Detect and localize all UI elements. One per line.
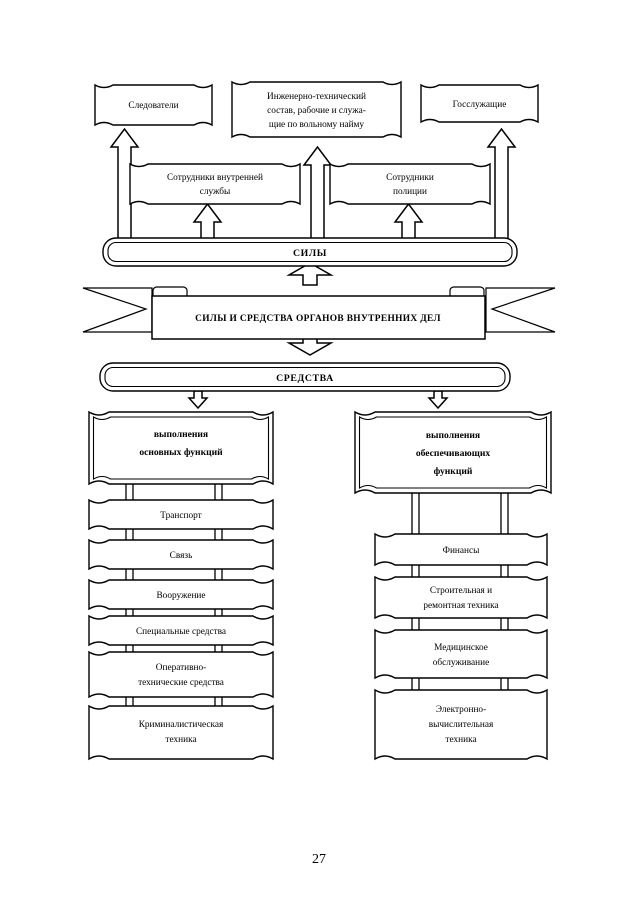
- arrow-forces-to-investigators: [109, 127, 140, 241]
- box-civil-servants[interactable]: Госслужащие: [420, 83, 539, 124]
- header-means-label: СРЕДСТВА: [276, 373, 334, 384]
- category-support-line1: выполнения: [426, 430, 480, 441]
- arrow-means-to-support: [427, 390, 449, 410]
- arrow-forces-to-police: [393, 202, 424, 241]
- ribbon-roll-left: [152, 286, 188, 298]
- box-internal-service-staff[interactable]: Сотрудники внутренней службы: [129, 162, 301, 206]
- item-special-means[interactable]: Специальные средства: [88, 614, 274, 647]
- left-column-rails: [125, 484, 223, 706]
- ribbon-roll-right: [449, 286, 485, 298]
- item-forensic-equipment-line1: Криминалистическая: [139, 720, 224, 730]
- box-engineering-technical-line2: состав, рабочие и служа-: [267, 105, 366, 116]
- item-construction-line2: ремонтная техника: [423, 601, 498, 611]
- arrow-ribbon-to-forces: [286, 262, 334, 286]
- box-engineering-technical[interactable]: Инженерно-технический состав, рабочие и …: [231, 80, 402, 139]
- item-forensic-equipment[interactable]: Криминалистическая техника: [88, 704, 274, 761]
- box-civil-servants-label: Госслужащие: [453, 100, 507, 110]
- category-core-functions[interactable]: выполнения основных функций: [88, 410, 274, 486]
- item-computing-line1: Электронно-: [436, 705, 486, 715]
- box-internal-service-line1: Сотрудники внутренней: [167, 172, 263, 183]
- arrow-forces-to-internal-service: [192, 202, 223, 241]
- item-communications[interactable]: Связь: [88, 538, 274, 571]
- item-operative-technical-line2: технические средства: [138, 678, 224, 688]
- box-investigators-label: Следователи: [128, 101, 178, 111]
- header-forces-label: СИЛЫ: [293, 248, 327, 259]
- arrow-means-to-core: [187, 390, 209, 410]
- header-forces[interactable]: СИЛЫ: [102, 237, 518, 267]
- item-transport-label: Транспорт: [160, 511, 201, 521]
- item-communications-label: Связь: [170, 551, 193, 561]
- box-engineering-technical-line1: Инженерно-технический: [267, 91, 366, 102]
- box-engineering-technical-line3: щие по вольному найму: [269, 119, 365, 130]
- item-computing-line3: техника: [445, 735, 476, 745]
- category-core-line2: основных функций: [139, 447, 223, 458]
- item-transport[interactable]: Транспорт: [88, 498, 274, 531]
- ribbon-title[interactable]: СИЛЫ И СРЕДСТВА ОРГАНОВ ВНУТРЕННИХ ДЕЛ: [82, 286, 556, 340]
- item-medical-service-line2: обслуживание: [433, 657, 490, 668]
- ribbon-title-label: СИЛЫ И СРЕДСТВА ОРГАНОВ ВНУТРЕННИХ ДЕЛ: [195, 314, 441, 324]
- box-police-staff-line1: Сотрудники: [386, 173, 434, 183]
- category-core-line1: выполнения: [154, 429, 208, 440]
- box-police-staff[interactable]: Сотрудники полиции: [329, 162, 491, 206]
- item-armament[interactable]: Вооружение: [88, 578, 274, 611]
- box-investigators[interactable]: Следователи: [94, 83, 213, 127]
- item-operative-technical-line1: Оперативно-: [156, 663, 207, 673]
- box-internal-service-line2: службы: [200, 186, 231, 197]
- item-operative-technical-means[interactable]: Оперативно- технические средства: [88, 650, 274, 699]
- ribbon-right-tail: [485, 287, 556, 333]
- box-police-staff-line2: полиции: [393, 187, 427, 197]
- item-forensic-equipment-line2: техника: [165, 735, 196, 745]
- ribbon-left-tail: [82, 287, 153, 333]
- item-finance-label: Финансы: [443, 546, 481, 556]
- item-special-means-label: Специальные средства: [136, 627, 226, 637]
- page-number: 27: [312, 852, 326, 867]
- item-computing-line2: вычислительная: [429, 720, 494, 730]
- header-means[interactable]: СРЕДСТВА: [99, 362, 511, 392]
- arrow-forces-to-engineering: [302, 145, 333, 241]
- item-construction-repair-equipment[interactable]: Строительная и ремонтная техника: [374, 575, 548, 620]
- category-support-line2: обеспечивающих: [416, 448, 491, 459]
- item-medical-service[interactable]: Медицинское обслуживание: [374, 628, 548, 680]
- item-construction-line1: Строительная и: [430, 586, 492, 596]
- item-armament-label: Вооружение: [156, 591, 205, 601]
- connector-arrows: [109, 127, 517, 706]
- item-medical-service-line1: Медицинское: [434, 643, 488, 653]
- category-support-functions[interactable]: выполнения обеспечивающих функций: [354, 410, 552, 495]
- right-column-rails: [411, 493, 509, 690]
- category-support-line3: функций: [434, 466, 473, 477]
- arrow-forces-to-civil-servants: [486, 127, 517, 241]
- item-computing-equipment[interactable]: Электронно- вычислительная техника: [374, 688, 548, 761]
- item-finance[interactable]: Финансы: [374, 532, 548, 567]
